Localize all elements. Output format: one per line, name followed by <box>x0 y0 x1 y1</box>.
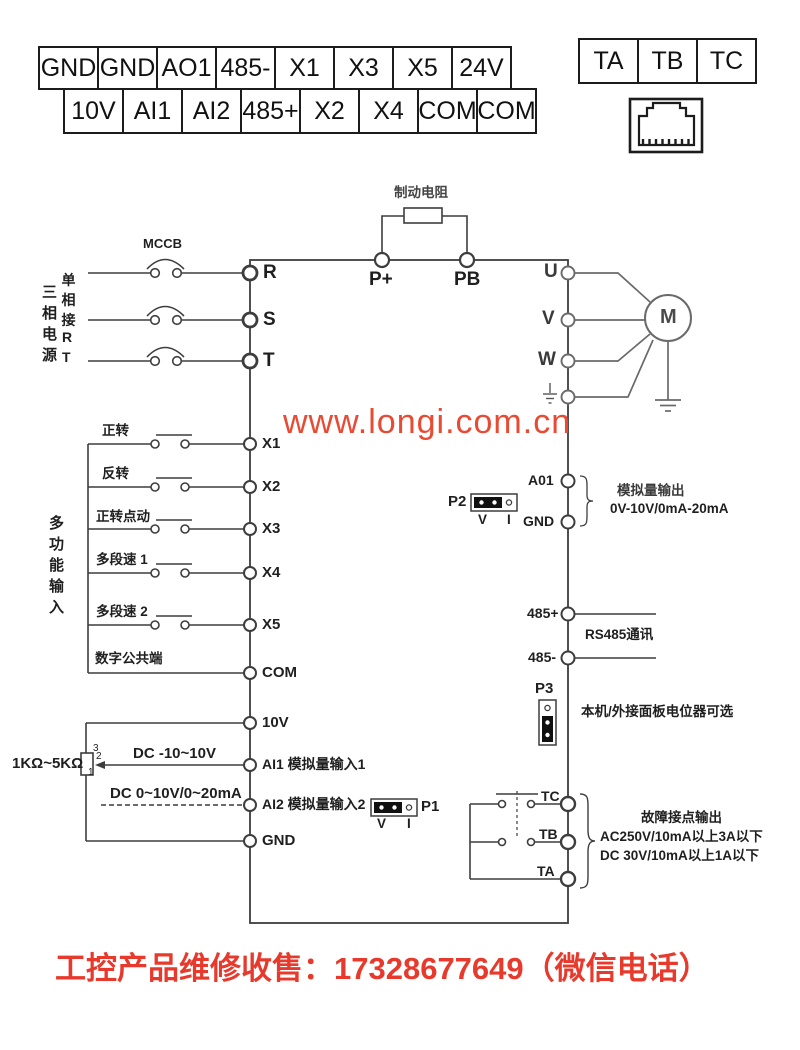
panel-pot-label: 本机/外接面板电位器可选 <box>581 704 734 719</box>
terminal-cell: TA <box>578 38 639 84</box>
single-phase-label: 单相接 <box>61 272 76 328</box>
input-label-digital-common: 数字公共端 <box>95 651 163 666</box>
input-label-multispeed2: 多段速 2 <box>96 604 148 619</box>
terminal-x2-label: X2 <box>262 478 281 495</box>
terminal-tc-label: TC <box>541 788 560 804</box>
inverter-box <box>249 259 569 924</box>
terminal-cell: X3 <box>333 46 394 90</box>
rs485-circuit <box>560 606 656 666</box>
terminal-485plus-label: 485+ <box>527 605 559 621</box>
jumper-p2-label: P2 <box>448 493 467 510</box>
input-label-reverse: 反转 <box>102 466 129 481</box>
pot-pin1-label: 1 <box>88 767 94 778</box>
jumper-p1-label: P1 <box>421 798 440 815</box>
left-terminals <box>241 264 259 848</box>
input-label-multispeed1: 多段速 1 <box>96 552 148 567</box>
terminal-cell: 10V <box>63 88 124 134</box>
terminal-t-label: T <box>263 350 275 371</box>
dc-bus-terminals <box>373 251 476 269</box>
potentiometer-label: 1KΩ~5KΩ <box>12 755 84 772</box>
digital-input-circuit <box>87 434 244 674</box>
terminal-cell: COM <box>417 88 478 134</box>
terminal-x1-label: X1 <box>262 435 281 452</box>
motor-circuit <box>560 265 692 412</box>
footer-contact-text: 工控产品维修收售：17328677649（微信电话） <box>55 951 710 986</box>
rs485-label: RS485通讯 <box>585 627 654 642</box>
terminal-10v-label: 10V <box>262 714 289 731</box>
terminal-a01-label: A01 <box>528 472 554 488</box>
terminal-strip-row2: 10V AI1 AI2 485+ X2 X4 COM COM <box>63 88 537 134</box>
terminal-ta-label: TA <box>537 863 555 879</box>
pot-pin2-label: 2 <box>96 751 102 762</box>
terminal-s-label: S <box>263 309 276 330</box>
jumper-p3 <box>538 699 557 746</box>
watermark-text: www.longi.com.cn <box>283 403 572 441</box>
terminal-cell: 485- <box>215 46 276 90</box>
terminal-x5-label: X5 <box>262 616 281 633</box>
brake-resistor-circuit <box>381 207 468 253</box>
terminal-x3-label: X3 <box>262 520 281 537</box>
brake-resistor-label: 制动电阻 <box>394 185 448 200</box>
terminal-ai1-label: AI1 模拟量输入1 <box>262 756 366 772</box>
terminal-tb-label: TB <box>539 826 558 842</box>
terminal-cell: X5 <box>392 46 453 90</box>
analog-output-desc1: 模拟量输出 <box>617 483 685 498</box>
jumper-p2-i-label: I <box>507 512 511 527</box>
three-phase-label: 三相电源 <box>41 284 57 364</box>
jumper-p2 <box>470 493 518 512</box>
terminal-cell: TC <box>696 38 757 84</box>
mccb-label: MCCB <box>143 236 182 251</box>
terminal-com-label: COM <box>262 664 297 681</box>
jumper-p2-v-label: V <box>478 512 488 527</box>
pot-pin3-label: 3 <box>93 743 99 754</box>
terminal-pplus-label: P+ <box>369 269 393 290</box>
fault-relay-desc2: AC250V/10mA以上3A以下 <box>600 829 763 844</box>
terminal-485minus-label: 485- <box>528 649 557 665</box>
terminal-w-label: W <box>538 349 556 370</box>
jumper-p1 <box>370 798 418 817</box>
input-label-jog: 正转点动 <box>96 509 150 524</box>
terminal-cell: COM <box>476 88 537 134</box>
terminal-cell: GND <box>38 46 99 90</box>
fault-relay-circuit <box>469 791 596 889</box>
ai1-range-label: DC -10~10V <box>133 745 216 762</box>
terminal-r-label: R <box>263 262 277 283</box>
jumper-p1-i-label: I <box>407 816 411 831</box>
fault-relay-desc1: 故障接点输出 <box>641 810 722 825</box>
terminal-gnd-label: GND <box>262 832 296 849</box>
terminal-a01-gnd-label: GND <box>523 513 555 529</box>
fault-relay-desc3: DC 30V/10mA以上1A以下 <box>600 848 760 863</box>
terminal-u-label: U <box>544 261 558 282</box>
earth-icon <box>543 383 557 404</box>
terminal-ai2-label: AI2 模拟量输入2 <box>262 796 366 812</box>
jumper-p1-v-label: V <box>377 816 387 831</box>
ai2-range-label: DC 0~10V/0~20mA <box>110 785 242 802</box>
terminal-cell: X1 <box>274 46 335 90</box>
terminal-pb-label: PB <box>454 269 481 290</box>
relay-terminal-strip: TA TB TC <box>578 38 757 84</box>
multi-function-input-label: 多功能输入 <box>48 515 64 616</box>
terminal-x4-label: X4 <box>262 564 281 581</box>
terminal-cell: TB <box>637 38 698 84</box>
terminal-cell: X4 <box>358 88 419 134</box>
jumper-p3-label: P3 <box>535 680 554 697</box>
terminal-cell: AI1 <box>122 88 183 134</box>
input-label-forward: 正转 <box>102 423 129 438</box>
single-phase-r-label: R <box>62 329 73 345</box>
single-phase-t-label: T <box>62 349 71 365</box>
analog-output-circuit <box>560 473 594 530</box>
motor-label: M <box>660 306 677 328</box>
terminal-cell: X2 <box>299 88 360 134</box>
terminal-v-label: V <box>542 308 555 329</box>
analog-input-circuit <box>80 722 244 842</box>
analog-output-desc2: 0V-10V/0mA-20mA <box>610 501 729 516</box>
power-input-circuit <box>88 258 243 367</box>
terminal-cell: 24V <box>451 46 512 90</box>
rj45-jack-icon <box>628 97 704 154</box>
